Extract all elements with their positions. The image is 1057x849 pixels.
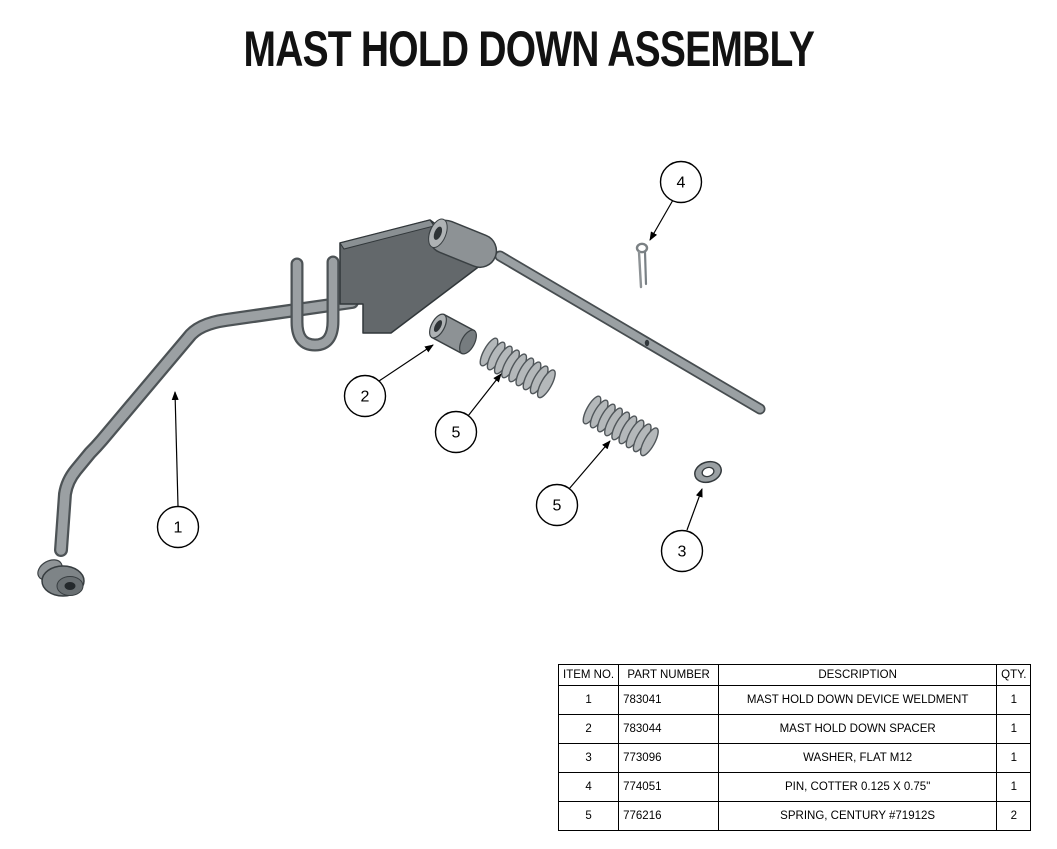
table-row: 4 774051 PIN, COTTER 0.125 X 0.75" 1 bbox=[557, 772, 1032, 802]
bom-cell-qty: 1 bbox=[996, 685, 1032, 715]
weldment-boss bbox=[428, 218, 498, 269]
bom-cell-desc: PIN, COTTER 0.125 X 0.75" bbox=[718, 772, 998, 802]
cotter-pin bbox=[635, 242, 649, 289]
leader-lines bbox=[171, 199, 703, 531]
spring-lower bbox=[582, 395, 659, 457]
bom-cell-part: 783041 bbox=[618, 685, 720, 715]
table-row: 5 776216 SPRING, CENTURY #71912S 2 bbox=[557, 801, 1032, 831]
bom-cell-qty: 1 bbox=[996, 714, 1032, 744]
table-row: 2 783044 MAST HOLD DOWN SPACER 1 bbox=[557, 714, 1032, 744]
balloons: 1 2 3 4 5 5 bbox=[156, 160, 704, 573]
page-title: MAST HOLD DOWN ASSEMBLY bbox=[243, 21, 814, 77]
balloon-1: 1 bbox=[156, 505, 200, 549]
bom-cell-desc: WASHER, FLAT M12 bbox=[718, 743, 998, 773]
balloon-5-lower-label: 5 bbox=[553, 498, 562, 515]
bom-cell-item: 2 bbox=[557, 714, 620, 744]
bom-cell-qty: 2 bbox=[996, 801, 1032, 831]
column-header-qty: QTY. bbox=[996, 664, 1032, 686]
bom-cell-qty: 1 bbox=[996, 743, 1032, 773]
bom-header-row: ITEM NO. PART NUMBER DESCRIPTION QTY. bbox=[557, 664, 1032, 686]
bom-cell-desc: MAST HOLD DOWN DEVICE WELDMENT bbox=[718, 685, 998, 715]
bom-cell-item: 5 bbox=[557, 801, 620, 831]
balloon-5-upper: 5 bbox=[434, 410, 478, 454]
bom-cell-item: 1 bbox=[557, 685, 620, 715]
leader-line-3 bbox=[686, 488, 703, 531]
bom-cell-item: 4 bbox=[557, 772, 620, 802]
column-header-item-no: ITEM NO. bbox=[557, 664, 620, 686]
bom-cell-part: 773096 bbox=[618, 743, 720, 773]
roller bbox=[37, 559, 85, 597]
balloon-4-label: 4 bbox=[677, 175, 686, 192]
balloon-3-label: 3 bbox=[678, 544, 687, 561]
leader-line-5b bbox=[568, 440, 611, 490]
weldment-loop bbox=[290, 255, 340, 352]
bom-cell-part: 783044 bbox=[618, 714, 720, 744]
bom-table: ITEM NO. PART NUMBER DESCRIPTION QTY. 1 … bbox=[557, 664, 1032, 831]
spring-upper bbox=[479, 337, 556, 399]
washer bbox=[694, 460, 722, 484]
bom-cell-part: 774051 bbox=[618, 772, 720, 802]
bom-cell-desc: SPRING, CENTURY #71912S bbox=[718, 801, 998, 831]
rod bbox=[494, 250, 766, 415]
table-row: 3 773096 WASHER, FLAT M12 1 bbox=[557, 743, 1032, 773]
bom-cell-part: 776216 bbox=[618, 801, 720, 831]
balloon-2: 2 bbox=[343, 374, 387, 418]
leader-line-1 bbox=[171, 391, 179, 507]
balloon-5-upper-label: 5 bbox=[452, 425, 461, 442]
leader-line-4 bbox=[649, 199, 674, 241]
balloon-5-lower: 5 bbox=[535, 483, 579, 527]
bom-cell-qty: 1 bbox=[996, 772, 1032, 802]
bom-cell-desc: MAST HOLD DOWN SPACER bbox=[718, 714, 998, 744]
column-header-description: DESCRIPTION bbox=[718, 664, 998, 686]
title-block: MAST HOLD DOWN ASSEMBLY bbox=[0, 20, 1057, 78]
table-row: 1 783041 MAST HOLD DOWN DEVICE WELDMENT … bbox=[557, 685, 1032, 715]
balloon-2-label: 2 bbox=[361, 389, 370, 406]
bom-cell-item: 3 bbox=[557, 743, 620, 773]
leader-line-2 bbox=[378, 344, 434, 382]
weldment-tube bbox=[54, 295, 359, 557]
balloon-4: 4 bbox=[659, 160, 703, 204]
balloon-3: 3 bbox=[660, 529, 704, 573]
balloon-1-label: 1 bbox=[174, 520, 183, 537]
leader-line-5a bbox=[467, 373, 502, 417]
spacer bbox=[429, 313, 477, 355]
column-header-part-number: PART NUMBER bbox=[618, 664, 720, 686]
